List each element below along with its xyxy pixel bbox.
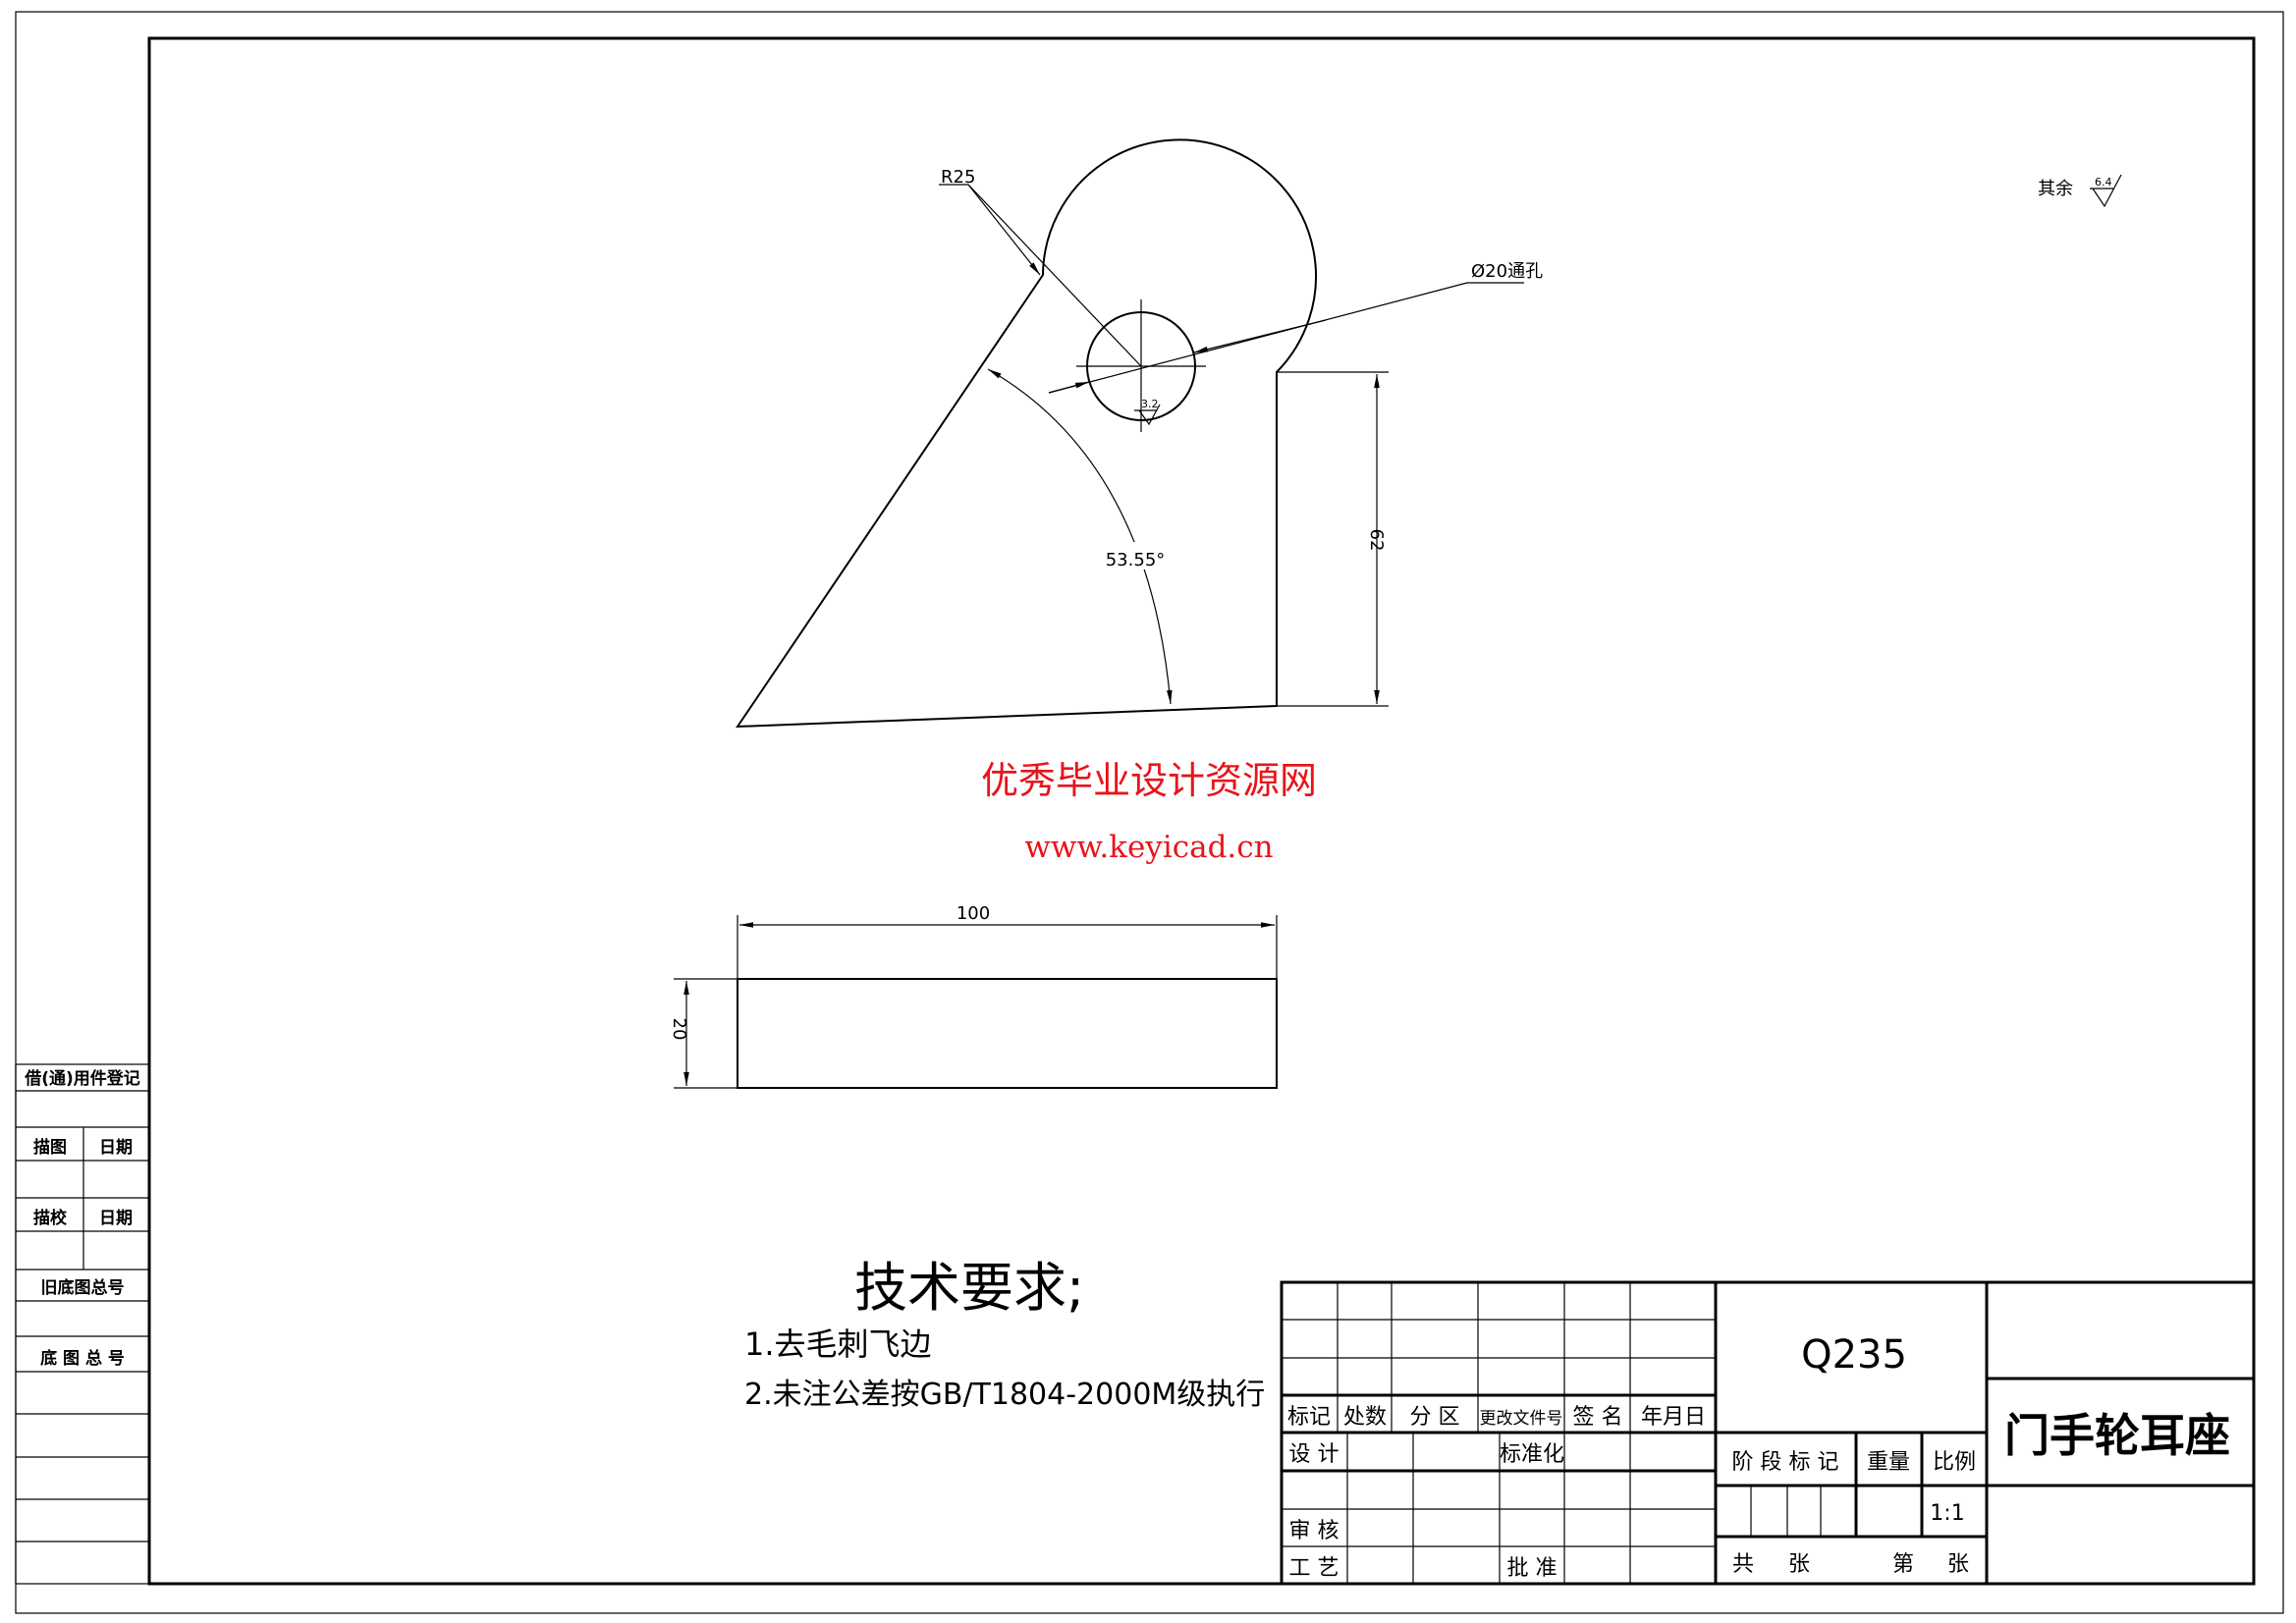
change-doc-label: 更改文件号 [1480,1409,1563,1429]
base-no-label: 底 图 总 号 [40,1348,125,1369]
signature-label: 签 名 [1573,1405,1623,1430]
hole-label: Ø20通孔 [1471,261,1543,282]
general-roughness: 其余 6.4 [2038,174,2122,208]
zone-label: 分 区 [1410,1405,1460,1430]
old-base-no-label: 旧底图总号 [41,1277,125,1298]
part-name: 门手轮耳座 [2004,1409,2230,1462]
sheet-label: 张 [1947,1552,1969,1577]
inner-frame [147,36,2256,1586]
scale-value: 1:1 [1930,1501,1964,1526]
thickness-dim-label: 20 [669,1018,689,1041]
material-label: Q235 [1801,1332,1907,1378]
sheets-label: 张 [1788,1552,1810,1577]
tech-title: 技术要求; [854,1257,1084,1319]
check-label: 描校 [33,1208,68,1228]
angle-dimension: 53.55° [987,368,1173,705]
process-label: 工 艺 [1289,1556,1339,1581]
angle-label: 53.55° [1106,550,1166,570]
register-label: 借(通)用件登记 [24,1068,140,1089]
part-outline [736,138,1317,729]
hole-dimension: Ø20通孔 [1048,261,1543,394]
outer-border [15,11,2284,1614]
trace-label: 描图 [33,1137,67,1158]
height-dimension: 62 [1277,371,1389,707]
top-view: 100 20 [669,903,1278,1089]
approve-label: 批 准 [1507,1556,1558,1581]
radius-label: R25 [941,167,975,188]
count-label: 处数 [1343,1405,1387,1430]
stage-mark-label: 阶 段 标 记 [1732,1450,1839,1475]
left-register-column: 借(通)用件登记 描图 日期 描校 日期 旧底图总号 底 图 总 号 [15,1063,150,1585]
plate-outline [737,978,1278,1089]
tech-item-1: 1.去毛刺飞边 [744,1325,932,1363]
scale-label: 比例 [1933,1450,1976,1475]
other-roughness-label: 其余 [2038,179,2073,199]
hole-roughness-value: 3.2 [1141,398,1159,410]
watermark-url: www.keyicad.cn [1024,830,1273,865]
mark-label: 标记 [1287,1405,1331,1430]
height-dim-label: 62 [1366,529,1387,552]
design-label: 设 计 [1289,1442,1339,1467]
total-label: 共 [1732,1552,1754,1577]
tech-item-2: 2.未注公差按GB/T1804-2000M级执行 [744,1378,1265,1412]
title-block: 标记 处数 分 区 更改文件号 签 名 年月日 设 计 标准化 审 核 工 艺 … [1280,1280,2256,1586]
radius-dimension: R25 [939,167,1142,367]
front-view: R25 Ø20通孔 3.2 53.55° 62 [736,138,1543,729]
check-date-label: 日期 [99,1209,133,1228]
standardize-label: 标准化 [1500,1442,1564,1467]
review-label: 审 核 [1289,1519,1339,1543]
length-dim-label: 100 [957,903,990,924]
date-label: 年月日 [1641,1405,1706,1430]
weight-label: 重量 [1867,1450,1910,1475]
other-roughness-value: 6.4 [2095,176,2112,189]
roughness-icon [2090,174,2122,208]
watermark-name: 优秀毕业设计资源网 [981,759,1317,802]
trace-date-label: 日期 [99,1138,133,1158]
sheet-no-label: 第 [1892,1552,1914,1577]
technical-requirements: 技术要求; 1.去毛刺飞边 2.未注公差按GB/T1804-2000M级执行 [744,1257,1265,1412]
